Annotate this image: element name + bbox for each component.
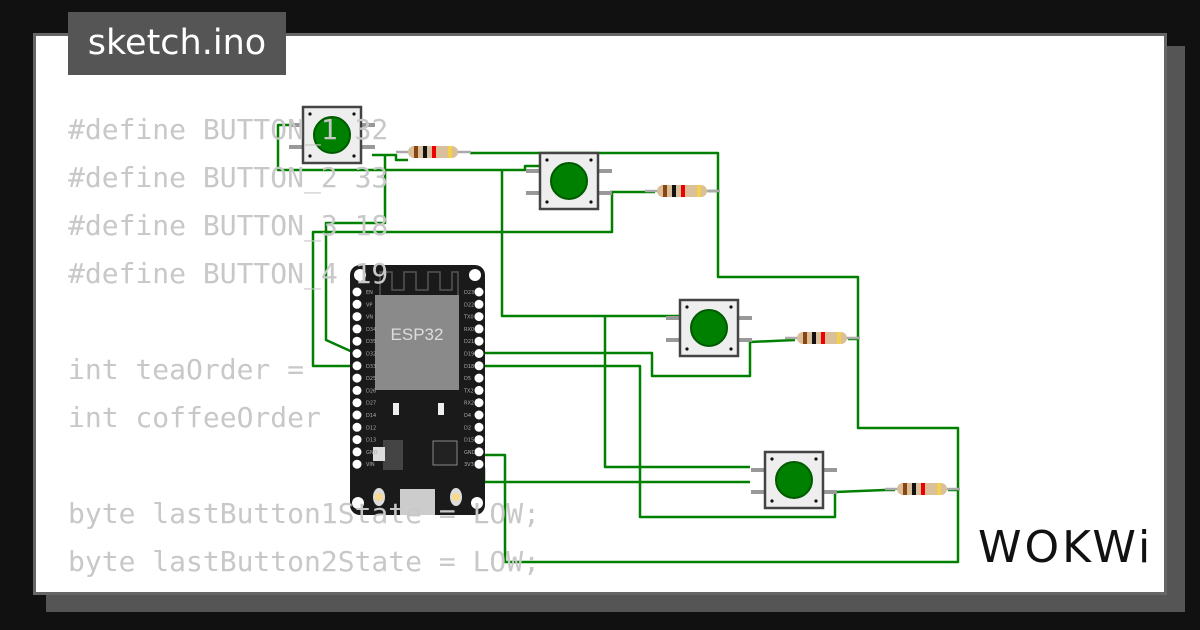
- pin-label: D12: [366, 425, 376, 431]
- pin-label: D27: [366, 401, 376, 407]
- wire: [480, 364, 837, 519]
- pin-left[interactable]: [352, 459, 362, 469]
- pin-label: D33: [366, 364, 376, 370]
- wire: [480, 342, 752, 378]
- pin-label: VIN: [366, 462, 375, 468]
- pin-label: EN: [366, 290, 373, 296]
- wire: [834, 488, 895, 494]
- pin-right[interactable]: [474, 447, 484, 457]
- pin-left[interactable]: [352, 385, 362, 395]
- pin-label: D25: [366, 376, 376, 382]
- pin-label: GND: [366, 450, 378, 456]
- wire: [603, 316, 750, 469]
- pin-label: D32: [366, 352, 376, 358]
- pin-right[interactable]: [474, 435, 484, 445]
- pin-label: TX2: [463, 388, 474, 394]
- pin-label: RX0: [464, 327, 474, 333]
- pin-left[interactable]: [352, 435, 362, 445]
- pin-label: VN: [366, 315, 373, 321]
- wire: [311, 192, 614, 368]
- pin-right[interactable]: [474, 398, 484, 408]
- pin-label: RX2: [464, 401, 474, 407]
- pin-label: 3V3: [464, 462, 474, 468]
- pin-left[interactable]: [352, 312, 362, 322]
- pin-label: D34: [366, 327, 376, 333]
- pin-right[interactable]: [474, 312, 484, 322]
- pin-left[interactable]: [352, 361, 362, 371]
- pin-label: TX0: [463, 315, 474, 321]
- pin-right[interactable]: [474, 422, 484, 432]
- pin-label: GND: [464, 450, 476, 456]
- wire: [324, 155, 387, 356]
- pin-left[interactable]: [352, 349, 362, 358]
- pin-label: D2: [464, 425, 471, 431]
- pin-label: D22: [464, 302, 474, 308]
- pin-left[interactable]: [352, 299, 362, 309]
- wire: [372, 153, 408, 162]
- wire: [470, 151, 960, 564]
- board-label: ESP32: [391, 325, 444, 344]
- pin-right[interactable]: [474, 299, 484, 309]
- pin-left[interactable]: [352, 410, 362, 420]
- code-panel: [33, 33, 1167, 595]
- pin-right[interactable]: [474, 349, 484, 358]
- pin-right[interactable]: [474, 336, 484, 346]
- pin-label: D19: [464, 352, 474, 358]
- wires: [276, 123, 960, 564]
- pin-left[interactable]: [352, 324, 362, 334]
- usb-chip: [432, 440, 458, 466]
- wokwi-logo: WOKWi: [978, 522, 1154, 573]
- pin-left[interactable]: [352, 447, 362, 457]
- wire: [480, 466, 750, 484]
- pin-left[interactable]: [352, 373, 362, 383]
- pin-right[interactable]: [474, 459, 484, 469]
- pin-label: VP: [366, 302, 372, 308]
- pin-label: D4: [464, 413, 471, 419]
- usb-port: [400, 489, 435, 515]
- pin-label: D35: [366, 339, 376, 345]
- pin-right[interactable]: [474, 385, 484, 395]
- pushbutton[interactable]: [751, 450, 837, 510]
- pushbutton[interactable]: [289, 105, 375, 165]
- esp32-chip: [375, 295, 459, 390]
- pin-left[interactable]: [352, 336, 362, 346]
- pin-label: D23: [464, 290, 474, 296]
- pin-left[interactable]: [352, 422, 362, 432]
- pin-label: D13: [366, 438, 376, 444]
- wire: [749, 338, 796, 344]
- pin-label: D18: [464, 364, 474, 370]
- file-tab[interactable]: sketch.ino: [68, 12, 286, 75]
- pushbutton[interactable]: [666, 298, 752, 358]
- pushbutton[interactable]: [526, 151, 612, 211]
- pin-right[interactable]: [474, 410, 484, 420]
- pin-label: D5: [464, 376, 471, 382]
- pin-right[interactable]: [474, 287, 484, 297]
- resistor[interactable]: [396, 146, 471, 158]
- pin-left[interactable]: [352, 287, 362, 297]
- pin-left[interactable]: [352, 398, 362, 408]
- wire: [500, 170, 680, 318]
- pin-label: D15: [464, 438, 474, 444]
- pin-label: D21: [464, 339, 474, 345]
- pin-right[interactable]: [474, 324, 484, 334]
- pin-label: D14: [366, 413, 376, 419]
- pin-right[interactable]: [474, 373, 484, 383]
- resistor[interactable]: [785, 332, 860, 344]
- wire: [276, 123, 540, 172]
- resistor[interactable]: [645, 185, 720, 197]
- pin-right[interactable]: [474, 361, 484, 371]
- pin-label: D26: [366, 388, 376, 394]
- resistor[interactable]: [885, 483, 960, 495]
